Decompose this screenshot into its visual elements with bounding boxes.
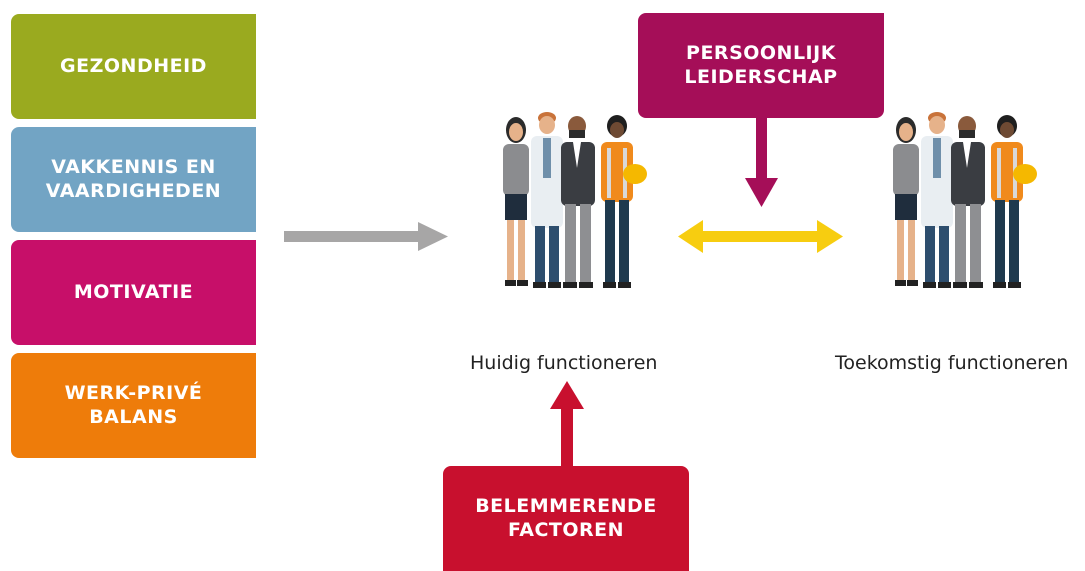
current-functioning-caption: Huidig functioneren: [470, 352, 658, 374]
team-current-illustration: [503, 112, 647, 288]
factor-work-life-balance: WERK-PRIVÉ BALANS: [11, 353, 256, 458]
barriers-box: BELEMMERENDE FACTOREN: [443, 466, 689, 571]
yellow-double-arrow: [678, 220, 843, 253]
gray-arrow: [284, 222, 448, 251]
factor-health: GEZONDHEID: [11, 14, 256, 119]
personal-leadership-box: PERSOONLIJK LEIDERSCHAP: [638, 13, 884, 118]
team-future-illustration: [893, 112, 1037, 288]
future-functioning-caption: Toekomstig functioneren: [835, 352, 1069, 374]
leadership-down-arrow: [745, 118, 778, 207]
factor-motivation: MOTIVATIE: [11, 240, 256, 345]
barrier-up-arrow: [550, 381, 584, 467]
factor-knowledge-skills: VAKKENNIS EN VAARDIGHEDEN: [11, 127, 256, 232]
